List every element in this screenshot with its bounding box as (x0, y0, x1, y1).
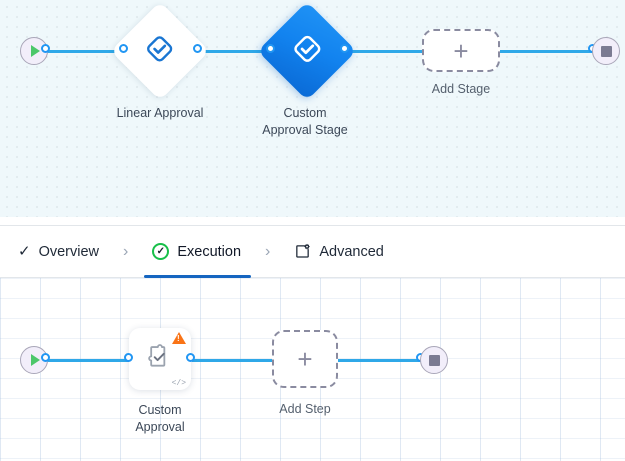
stage-end-node[interactable] (592, 37, 620, 65)
port-custom-out[interactable] (340, 44, 349, 53)
step-node-custom-approval[interactable]: </> (129, 328, 191, 390)
tab-separator: › (123, 242, 129, 260)
tab-advanced-label: Advanced (319, 243, 384, 260)
puzzle-check-icon (146, 342, 175, 376)
code-badge-icon: </> (171, 379, 186, 388)
stop-icon (428, 354, 440, 366)
port-start-out[interactable] (41, 44, 50, 53)
tab-execution[interactable]: ✓ Execution (144, 226, 251, 278)
port-custom-approval-out[interactable] (186, 353, 195, 362)
port-custom-approval-in[interactable] (124, 353, 133, 362)
tab-overview-label: Overview (38, 243, 100, 260)
tab-separator: › (265, 242, 271, 260)
approval-diamond-check-icon (292, 33, 323, 69)
plus-icon: + (297, 344, 313, 374)
check-icon: ✓ (18, 243, 31, 260)
warning-icon (172, 332, 186, 344)
port-linear-in[interactable] (119, 44, 128, 53)
step-label-custom-approval: Custom Approval (135, 403, 185, 434)
play-icon (30, 45, 40, 57)
tab-advanced[interactable]: Advanced (290, 226, 388, 278)
edge-custom-approval-to-addstep (192, 359, 272, 362)
stage-node-custom-approval-stage[interactable] (257, 1, 357, 101)
advanced-settings-icon (294, 243, 311, 260)
circle-check-icon: ✓ (152, 243, 170, 260)
add-step-label: Add Step (279, 402, 331, 416)
plus-icon: + (453, 35, 469, 66)
edge-linear-to-custom (198, 50, 274, 53)
tab-overview[interactable]: ✓ Overview (14, 226, 103, 278)
tab-execution-label: Execution (177, 243, 242, 260)
edge-addstep-to-end (338, 359, 420, 362)
port-linear-out[interactable] (193, 44, 202, 53)
add-stage-button[interactable]: + (422, 29, 500, 72)
edge-start-to-custom-approval (46, 359, 130, 362)
stage-label-custom-approval-stage: Custom Approval Stage (262, 106, 348, 137)
port-custom-in[interactable] (266, 44, 275, 53)
stage-node-linear-approval[interactable] (110, 1, 210, 101)
play-icon (30, 354, 40, 366)
workflow-tabbar: ✓ Overview › ✓ Execution › Advanced (0, 225, 625, 278)
step-end-node[interactable] (420, 346, 448, 374)
stage-designer-canvas[interactable]: Linear Approval Custom Approval Stage + … (0, 0, 625, 217)
port-step-start-out[interactable] (41, 353, 50, 362)
stage-label-linear-approval: Linear Approval (116, 106, 204, 120)
edge-start-to-linear (46, 50, 124, 53)
add-step-button[interactable]: + (272, 330, 338, 388)
stop-icon (600, 45, 612, 57)
add-stage-label: Add Stage (431, 82, 491, 96)
edge-custom-to-addstage (340, 50, 423, 53)
approval-diamond-check-icon (145, 34, 175, 69)
execution-step-canvas[interactable]: </> Custom Approval + Add Step (0, 278, 625, 461)
edge-addstage-to-end (500, 50, 592, 53)
